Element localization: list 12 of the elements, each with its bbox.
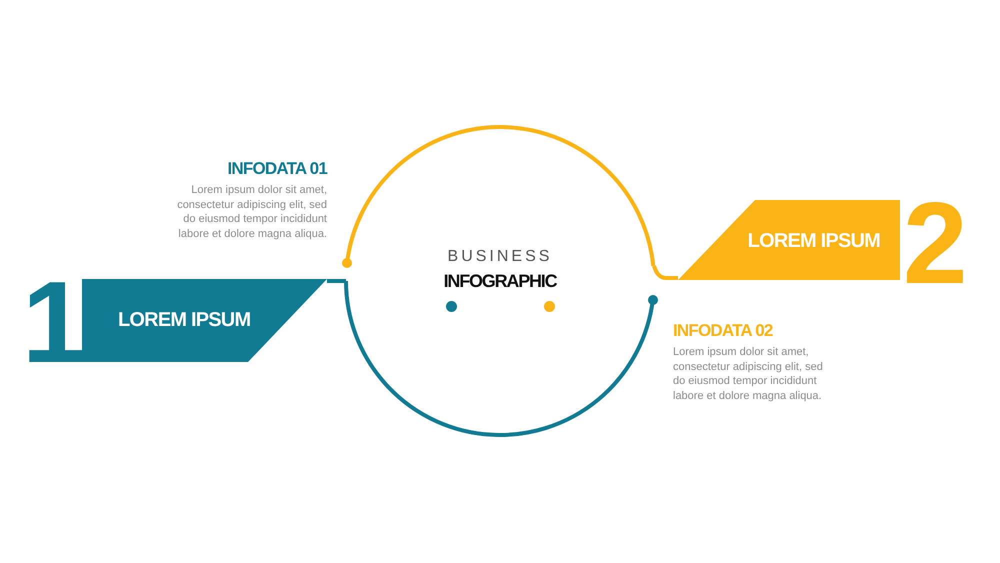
banner-title: LOREM IPSUM [118,309,250,331]
banner-ribbon [82,279,327,362]
banner-ribbon [678,200,900,280]
description-text: Lorem ipsum dolor sit amet, consectetur adipiscing elit, sed do eiusmod tempor incididunt labore et dolore magna aliqua. [673,345,824,403]
description-text: Lorem ipsum dolor sit amet, consectetur adipiscing elit, sed do eiusmod tempor incididunt labore et dolore magna aliqua. [176,183,327,241]
heading-text: BUSINESS [448,248,552,266]
heading-text: INFOGRAPHIC [444,271,556,291]
section-heading: INFODATA 02 [673,321,773,341]
banner-title: LOREM IPSUM [748,230,880,252]
connector-line [327,279,346,283]
section-heading: INFODATA 01 [227,159,327,179]
step-number: 2 [903,200,967,286]
